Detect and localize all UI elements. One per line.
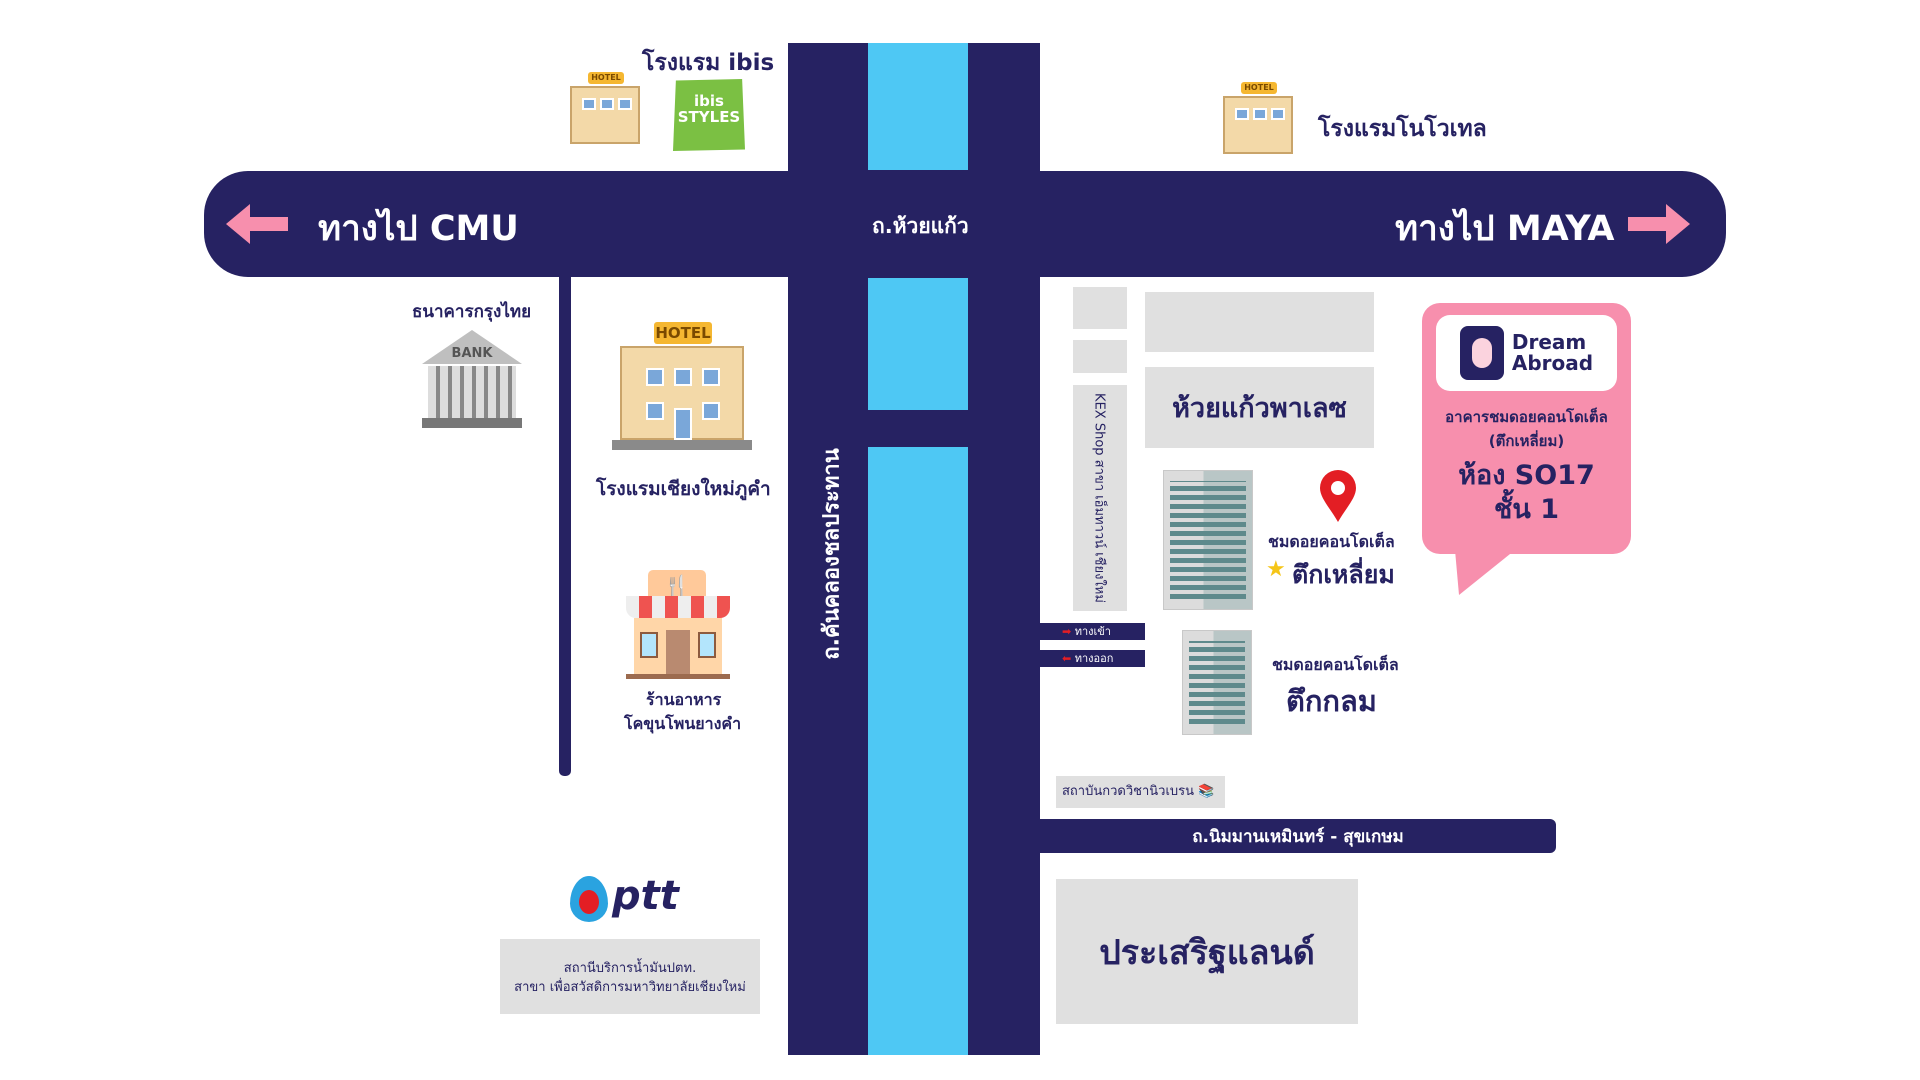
novotel-hotel-label: โรงแรมโนโวเทล [1318,116,1487,142]
round-tower-icon [1182,630,1252,735]
bank-icon: BANK [422,330,522,428]
ptt-logo: ptt [568,872,688,924]
callout-building-line1: อาคารชมดอยคอนโดเต็ล [1445,408,1608,426]
callout-room: ห้อง SO17 [1458,460,1595,491]
map-pin-icon [1320,470,1356,522]
huay-kaew-palace-label: ห้วยแก้วพาเลซ [1172,393,1347,424]
condo-square-big-label: ตึกเหลี่ยม [1292,560,1395,589]
hotel-icon: HOTEL [566,72,644,147]
ibis-hotel-label: โรงแรม ibis [642,50,775,76]
kex-shop-label: KEX Shop สาขา เอ็มทาวน์ เชียงใหม่ [1091,393,1107,603]
brand-line1: Dream [1511,330,1587,354]
dream-abroad-icon [1459,326,1504,380]
brand-line2: Abroad [1511,351,1594,375]
entrance-lane: ➡ ทางเข้า [1040,623,1145,640]
restaurant-icon: 🍴 [626,570,730,680]
building-block [1073,287,1127,329]
hotel-icon: HOTEL [1219,82,1297,157]
huay-kaew-road-label: ถ.ห้วยแก้ว [872,214,969,238]
entrance-label: ทางเข้า [1074,625,1111,638]
canal-lane [868,43,968,170]
star-icon: ★ [1266,557,1286,582]
books-icon: 📚 [1198,784,1215,799]
arrow-right-icon [1628,204,1690,244]
arrow-left-icon [226,204,288,244]
condo-square-small-label: ชมดอยคอนโดเต็ล [1268,532,1395,551]
condo-round-small-label: ชมดอยคอนโดเต็ล [1272,655,1399,674]
exit-label: ทางออก [1074,652,1114,665]
callout-building-line2: (ตึกเหลี่ยม) [1488,432,1565,450]
huay-kaew-palace-box: ห้วยแก้วพาเลซ [1145,367,1374,448]
hotel-icon: HOTEL [612,322,752,452]
to-cmu-label: ทางไป CMU [318,209,519,249]
bank-label: ธนาคารกรุงไทย [412,302,532,322]
prasert-land-box: ประเสริฐแลนด์ [1056,879,1358,1024]
prasert-land-label: ประเสริฐแลนด์ [1099,932,1315,973]
tutor-institute-box: สถาบันกวดวิชานิวเบรน 📚 [1056,776,1225,808]
nimman-road-label: ถ.นิมมานเหมินทร์ - สุขเกษม [1192,826,1404,847]
ptt-line1: สถานีบริการน้ำมันปตท. [563,961,697,976]
square-tower-icon [1163,470,1253,610]
phukham-hotel-label: โรงแรมเชียงใหม่ภูคำ [596,478,771,500]
condo-round-big-label: ตึกกลม [1286,684,1377,718]
callout-floor: ชั้น 1 [1494,494,1559,525]
callout-tail [1455,550,1515,595]
canal-lane [868,447,968,1055]
location-callout: Dream Abroad อาคารชมดอยคอนโดเต็ล (ตึกเหล… [1422,303,1631,554]
side-road [559,277,571,776]
exit-lane: ⬅ ทางออก [1040,650,1145,667]
building-block [1145,292,1374,352]
ibis-styles-logo: ibis STYLES [673,79,745,151]
kex-shop-box [1073,385,1127,611]
to-maya-label: ทางไป MAYA [1395,209,1615,249]
nimman-road: ถ.นิมมานเหมินทร์ - สุขเกษม [1040,819,1556,853]
restaurant-label-line1: ร้านอาหาร [646,690,722,709]
tutor-institute-label: สถาบันกวดวิชานิวเบรน [1062,784,1195,799]
canal-lane [868,278,968,410]
huay-kaew-road [204,171,1726,277]
building-block [1073,340,1127,373]
restaurant-label-line2: โคขุนโพนยางคำ [624,714,742,733]
dream-abroad-logo: Dream Abroad [1436,315,1617,391]
canal-road-label: ถ.คันคลองชลประทาน [819,448,845,660]
ptt-line2: สาขา เพื่อสวัสดิการมหาวิทยาลัยเชียงใหม่ [514,980,746,995]
ptt-info-box: สถานีบริการน้ำมันปตท. สาขา เพื่อสวัสดิกา… [500,939,760,1014]
